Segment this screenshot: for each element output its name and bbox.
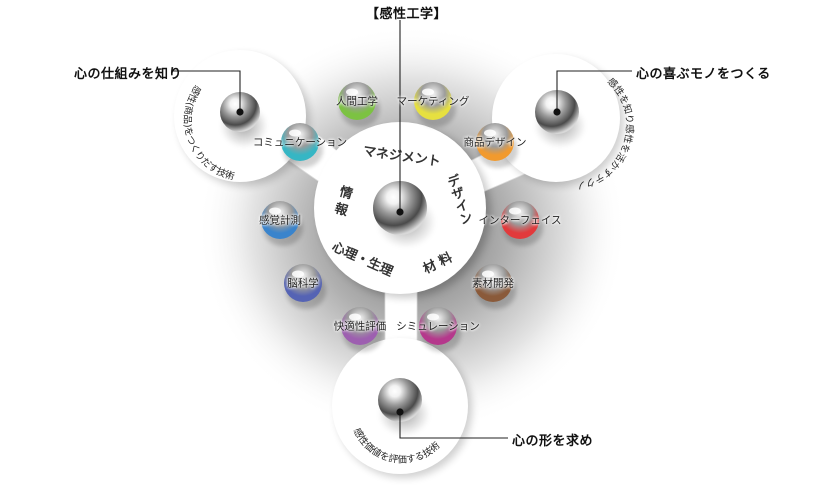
- field-orbs: [261, 82, 543, 352]
- field-label-product-design: 商品デザイン: [463, 136, 527, 149]
- field-label-comfort-evaluation: 快適性評価: [333, 320, 387, 333]
- orb-highlight-product-design: [484, 129, 496, 137]
- orb-highlight-brain-science: [292, 270, 304, 278]
- leader-lines: [172, 20, 632, 439]
- field-label-simulation: シミュレーション: [396, 320, 480, 333]
- callout-seek-form: 心の形を求め: [512, 434, 594, 449]
- diagram-title: 【感性工学】: [366, 7, 448, 22]
- field-label-interface: インターフェイス: [478, 214, 562, 227]
- orb-highlight-marketing: [422, 88, 434, 96]
- orb-highlight-simulation: [427, 313, 439, 321]
- chrome-balls: [220, 90, 586, 436]
- field-label-brain-science: 脳科学: [287, 277, 319, 290]
- field-label-sensory-measurement: 感覚計測: [259, 214, 301, 227]
- callout-make-things: 心の喜ぶモノをつくる: [636, 67, 771, 82]
- orb-highlight-comfort-evaluation: [349, 313, 361, 321]
- field-label-marketing: マーケティング: [396, 95, 470, 108]
- field-label-ergonomics: 人間工学: [336, 95, 378, 108]
- leader-dots: [236, 108, 561, 416]
- callout-know-mind: 心の仕組みを知り: [74, 67, 183, 82]
- orb-highlight-ergonomics: [346, 88, 358, 96]
- orb-highlight-communication: [289, 129, 301, 137]
- orb-highlight-sensory-measurement: [269, 207, 281, 215]
- field-label-communication: コミュニケーション: [252, 136, 348, 149]
- chrome-ball-bottom: [378, 378, 422, 422]
- orb-highlight-material-development: [482, 270, 494, 278]
- orb-highlight-interface: [509, 207, 521, 215]
- field-label-material-development: 素材開発: [472, 277, 514, 290]
